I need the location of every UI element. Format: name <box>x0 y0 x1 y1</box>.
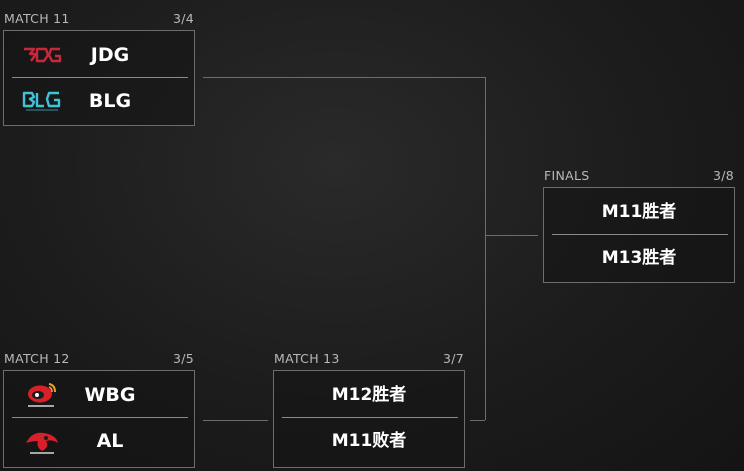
match12-team2-name: AL <box>96 430 124 452</box>
connector-m13-out <box>470 420 485 421</box>
match13-card[interactable]: M12胜者 M11败者 <box>273 370 465 468</box>
finals-slot2-row[interactable]: M13胜者 <box>544 235 734 281</box>
match12-team1-name: WBG <box>84 384 136 406</box>
finals-title: FINALS <box>544 168 590 183</box>
al-logo-icon <box>22 427 62 455</box>
finals-slot1-label: M11胜者 <box>601 202 677 222</box>
match11-header: MATCH 11 3/4 <box>4 11 194 27</box>
finals-divider <box>552 234 728 235</box>
match13-header: MATCH 13 3/7 <box>274 351 464 367</box>
finals-card[interactable]: M11胜者 M13胜者 <box>543 187 735 283</box>
match11-divider <box>12 77 188 78</box>
match12-team1-row[interactable]: WBG <box>4 372 194 418</box>
match13-slot2-row[interactable]: M11败者 <box>274 418 464 464</box>
jdg-logo-icon <box>22 41 62 69</box>
match13-divider <box>282 417 458 418</box>
connector-vertical-right <box>485 77 486 420</box>
match11-team1-row[interactable]: JDG <box>4 32 194 78</box>
match12-date: 3/5 <box>172 351 194 366</box>
match11-team2-row[interactable]: BLG <box>4 78 194 124</box>
match13-slot2-label: M11败者 <box>331 431 407 451</box>
connector-m12-to-m13 <box>203 420 268 421</box>
match13-title: MATCH 13 <box>274 351 340 366</box>
finals-slot1-row[interactable]: M11胜者 <box>544 189 734 235</box>
match12-divider <box>12 417 188 418</box>
match11-team1-name: JDG <box>90 44 130 66</box>
match12-title: MATCH 12 <box>4 351 70 366</box>
match13-slot1-label: M12胜者 <box>331 385 407 405</box>
match11-title: MATCH 11 <box>4 11 70 26</box>
match12-header: MATCH 12 3/5 <box>4 351 194 367</box>
match13-date: 3/7 <box>442 351 464 366</box>
finals-date: 3/8 <box>712 168 734 183</box>
match11-team2-name: BLG <box>88 90 132 112</box>
blg-logo-icon <box>22 87 62 115</box>
match12-card[interactable]: WBG AL <box>3 370 195 468</box>
connector-to-finals <box>485 235 538 236</box>
match12-team2-row[interactable]: AL <box>4 418 194 464</box>
finals-slot2-label: M13胜者 <box>601 248 677 268</box>
match11-date: 3/4 <box>172 11 194 26</box>
match13-slot1-row[interactable]: M12胜者 <box>274 372 464 418</box>
finals-header: FINALS 3/8 <box>544 168 734 184</box>
connector-m11-horizontal <box>203 77 485 78</box>
wbg-logo-icon <box>22 381 62 409</box>
match11-card[interactable]: JDG BLG <box>3 30 195 126</box>
